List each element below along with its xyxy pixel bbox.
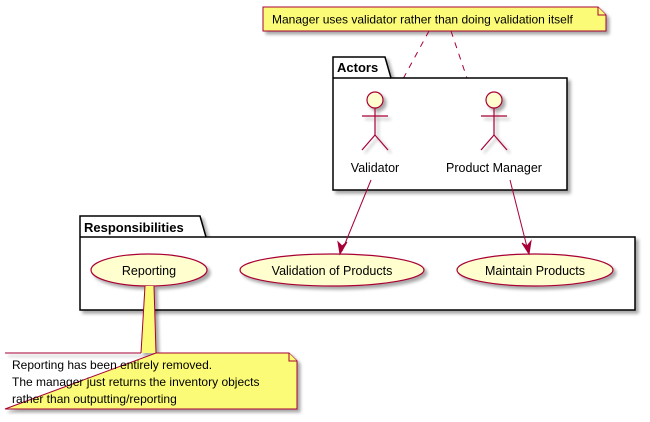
product-manager-actor-icon[interactable] <box>480 91 508 151</box>
reporting-note <box>4 285 298 410</box>
reporting-use-case-label: Reporting <box>122 264 176 278</box>
actors-package <box>332 56 568 191</box>
validation-use-case-label: Validation of Products <box>272 264 393 278</box>
product-manager-label: Product Manager <box>446 161 542 175</box>
manager-note-text: Manager uses validator rather than doing… <box>272 13 574 27</box>
validator-actor-icon[interactable] <box>361 91 389 151</box>
reporting-note-line-1: Reporting has been entirely removed. <box>12 358 212 372</box>
maintain-use-case-label: Maintain Products <box>485 264 585 278</box>
manager-to-maintain-arrow <box>509 179 532 256</box>
reporting-note-line-2: The manager just returns the inventory o… <box>12 375 259 389</box>
reporting-note-line-3: rather than outputting/reporting <box>12 392 177 406</box>
manager-note <box>262 6 607 32</box>
validation-use-case[interactable] <box>239 253 425 287</box>
responsibilities-package-title: Responsibilities <box>84 220 184 235</box>
actors-package-title: Actors <box>337 60 378 75</box>
validator-to-validation-arrow <box>337 179 372 256</box>
maintain-use-case[interactable] <box>456 253 614 287</box>
validator-label: Validator <box>351 161 399 175</box>
